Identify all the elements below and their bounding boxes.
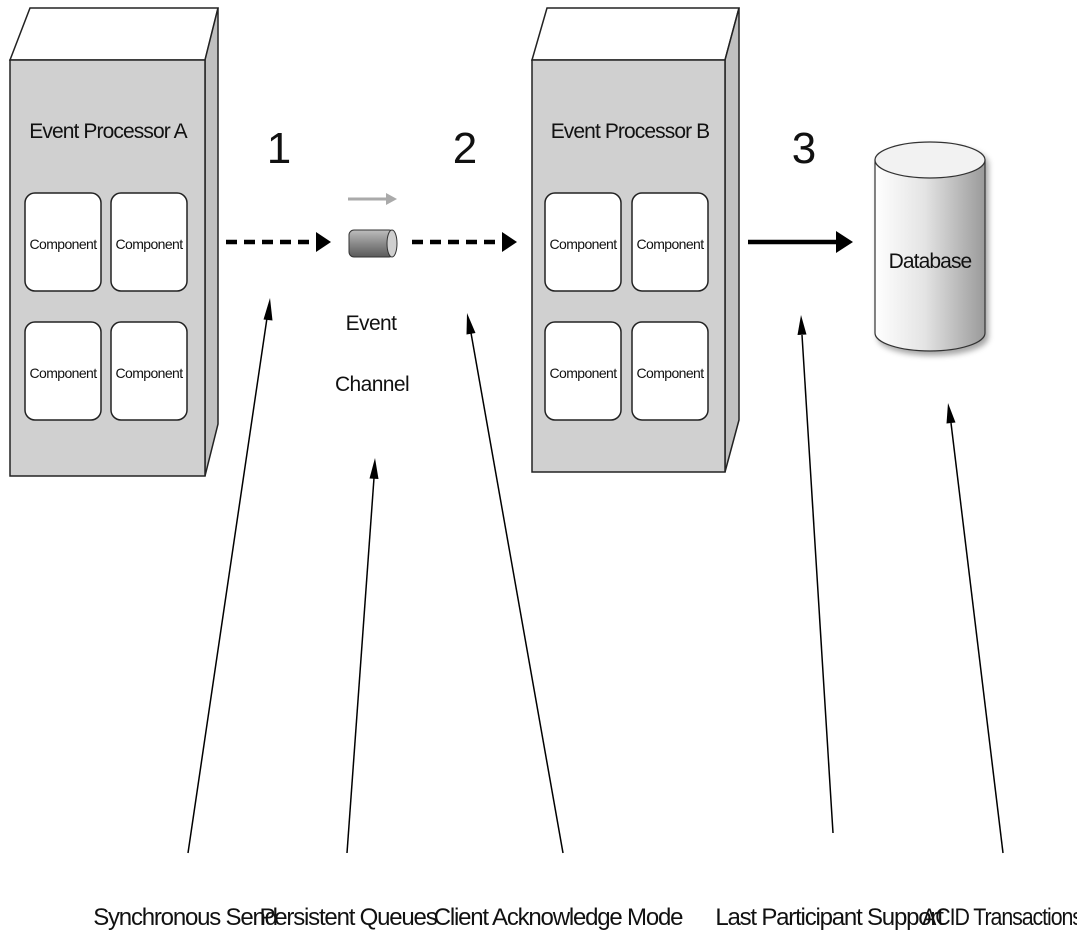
event-processor-a: Event Processor A Component Component Co… xyxy=(8,7,219,477)
step-number-2: 2 xyxy=(453,124,477,173)
pointer-synchronous-send xyxy=(187,298,273,854)
processor-b-component-2: Component xyxy=(631,192,709,292)
event-channel-label-line1: Event xyxy=(346,312,397,335)
component-label: Component xyxy=(30,365,98,381)
component-label: Component xyxy=(637,365,705,381)
processor-a-title: Event Processor A xyxy=(29,120,187,143)
processor-a-side-face xyxy=(204,7,219,477)
processor-a-component-4: Component xyxy=(110,321,188,421)
step-number-1: 1 xyxy=(267,124,291,173)
caption-acid-transactions: ACID Transactions xyxy=(922,904,1077,931)
pointer-last-participant-support xyxy=(797,315,834,834)
flow-arrow-2-dashed xyxy=(412,232,517,252)
component-label: Component xyxy=(550,365,618,381)
processor-b-title: Event Processor B xyxy=(551,120,710,143)
caption-client-acknowledge-mode: Client Acknowledge Mode xyxy=(434,904,683,931)
processor-a-component-1: Component xyxy=(24,192,102,292)
component-label: Component xyxy=(30,236,98,252)
processor-a-top-face xyxy=(8,7,219,61)
database-top xyxy=(874,141,986,179)
processor-a-component-3: Component xyxy=(24,321,102,421)
channel-pipe-icon xyxy=(348,229,398,258)
caption-synchronous-send: Synchronous Send xyxy=(93,904,277,931)
event-processor-b: Event Processor B Component Component Co… xyxy=(531,7,740,473)
event-channel-label-line2: Channel xyxy=(335,373,409,396)
processor-b-component-1: Component xyxy=(544,192,622,292)
component-label: Component xyxy=(637,236,705,252)
database-label: Database xyxy=(889,250,972,273)
pointer-client-acknowledge-mode xyxy=(466,313,564,854)
flow-arrow-3-solid xyxy=(748,231,853,253)
pointer-persistent-queues xyxy=(346,458,379,854)
caption-last-participant-support: Last Participant Support xyxy=(715,904,944,931)
database xyxy=(874,141,986,352)
event-channel: Event Channel xyxy=(335,193,410,396)
component-label: Component xyxy=(116,236,184,252)
channel-direction-arrow-icon xyxy=(348,193,397,205)
step-number-3: 3 xyxy=(792,124,816,173)
processor-b-side-face xyxy=(724,7,740,473)
processor-b-component-3: Component xyxy=(544,321,622,421)
component-label: Component xyxy=(550,236,618,252)
processor-a-component-2: Component xyxy=(110,192,188,292)
database-body xyxy=(874,159,986,352)
flow-arrow-1-dashed xyxy=(226,232,331,252)
processor-b-top-face xyxy=(531,7,740,61)
processor-b-component-4: Component xyxy=(631,321,709,421)
component-label: Component xyxy=(116,365,184,381)
caption-persistent-queues: Persistent Queues xyxy=(259,904,437,931)
pointer-acid-transactions xyxy=(946,403,1004,854)
